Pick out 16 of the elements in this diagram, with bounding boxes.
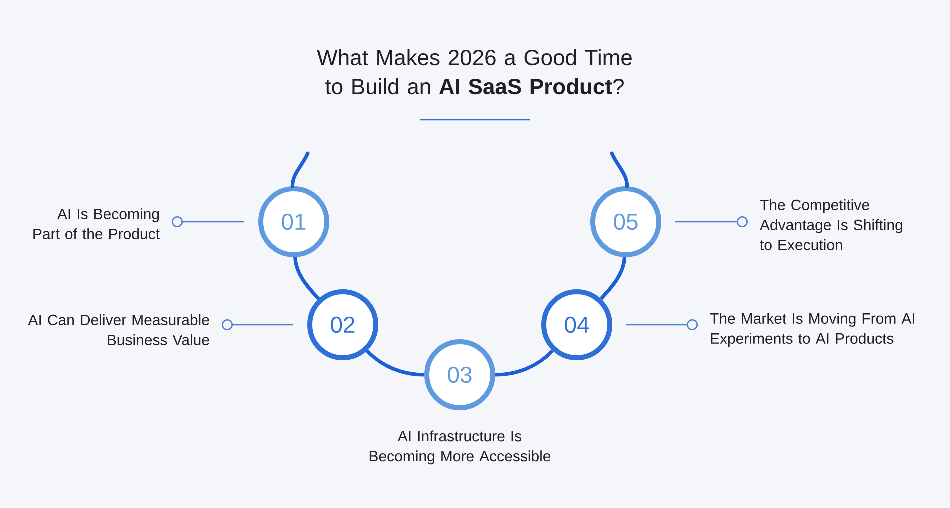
connector-arc bbox=[290, 152, 310, 188]
leader-line bbox=[172, 216, 244, 228]
connector-arc bbox=[610, 152, 630, 188]
step-label: The Competitive Advantage Is Shifting to Execution bbox=[760, 200, 902, 250]
step-label: The Market Is Moving From AI Experiments to AI Products bbox=[710, 313, 914, 347]
step-label: AI Can Deliver Measurable Business Value bbox=[28, 314, 210, 346]
connector-arc bbox=[294, 257, 320, 300]
connector-arc bbox=[366, 350, 425, 377]
leader-line bbox=[222, 320, 294, 330]
step-label: AI Is Becoming Part of the Product bbox=[34, 208, 160, 240]
leader-line bbox=[626, 320, 698, 330]
title: What Makes 2026 a Good Time to Build an AI SaaS Product? bbox=[317, 49, 632, 95]
connector-arc bbox=[600, 257, 627, 300]
connector-arc bbox=[495, 350, 554, 377]
leader-line bbox=[676, 216, 748, 228]
step-label: AI Infrastructure Is Becoming More Accessible bbox=[370, 430, 551, 465]
